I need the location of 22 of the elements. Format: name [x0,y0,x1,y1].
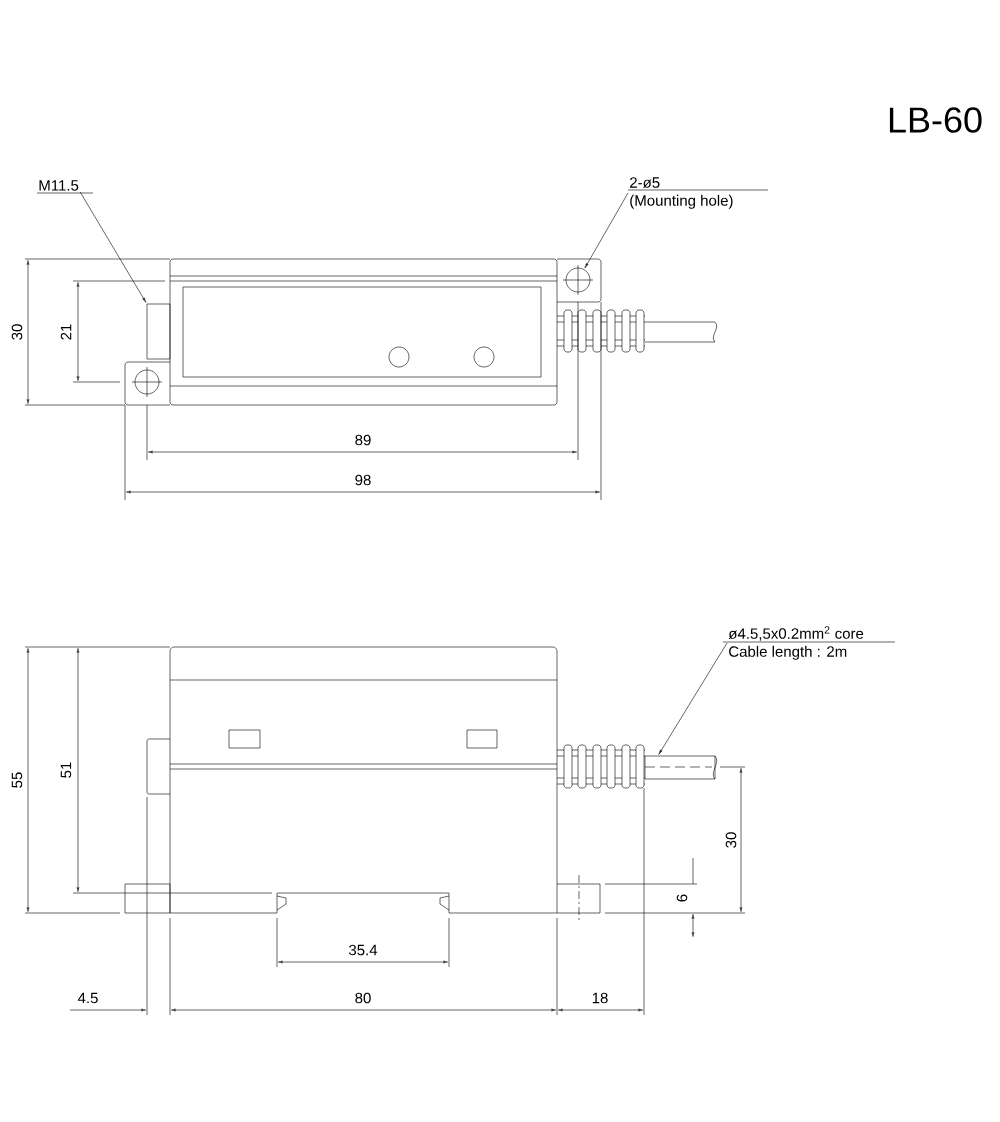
dimension-label: 30 [725,832,737,848]
dimension-label: 89 [355,434,371,446]
cable [644,755,716,780]
leader-line [658,642,728,755]
mounting-hole [565,267,591,293]
leader-line [584,192,629,269]
dimension-label: 30 [11,324,23,340]
model-title: LB-60 [889,107,982,133]
dimension-label: 4.5 [77,992,98,1004]
leader-text: ø4.5,5x0.2mm$^{2}$ core Cable length : 2m [728,626,864,660]
dimension-label: 6 [676,894,688,902]
dimension-label: 98 [355,474,371,486]
dimension-label: 35.4 [348,944,378,956]
thread-boss [146,303,171,360]
dimension-label: 80 [355,992,371,1004]
leader-line [79,191,147,303]
leader-text: M11.5 [39,180,79,191]
dimension-label: 21 [60,324,72,340]
leader-text: 2-ø5 (Mounting hole) [630,177,733,209]
dimension-label: 55 [11,772,23,788]
dimension-label: 18 [592,992,608,1004]
dimension-label: 51 [60,762,72,778]
